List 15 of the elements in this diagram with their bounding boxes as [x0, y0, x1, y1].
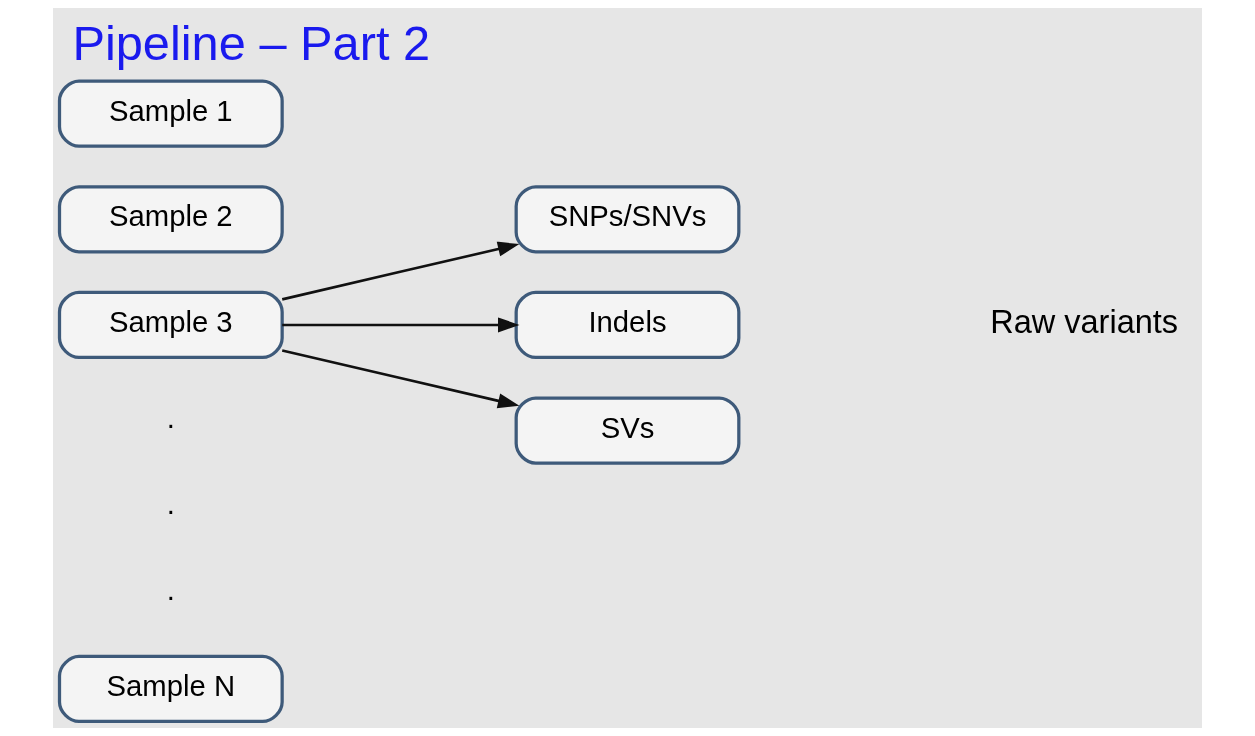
node-box: Sample 2 — [57, 185, 284, 254]
label: . — [166, 574, 175, 607]
diagram-title: Pipeline – Part 2 — [72, 16, 431, 71]
node-box: Sample 1 — [57, 79, 284, 148]
node-box: SVs — [514, 396, 741, 465]
node-box: Sample 3 — [57, 290, 284, 360]
arrow — [281, 241, 520, 301]
node-box: SNPs/SNVs — [514, 185, 741, 254]
label: Raw variants — [990, 304, 1179, 341]
label: . — [166, 401, 175, 434]
arrow — [281, 349, 520, 409]
arrow — [282, 317, 520, 333]
node-box: Sample N — [57, 654, 284, 724]
label: . — [166, 488, 175, 521]
node-box: Indels — [514, 290, 741, 360]
